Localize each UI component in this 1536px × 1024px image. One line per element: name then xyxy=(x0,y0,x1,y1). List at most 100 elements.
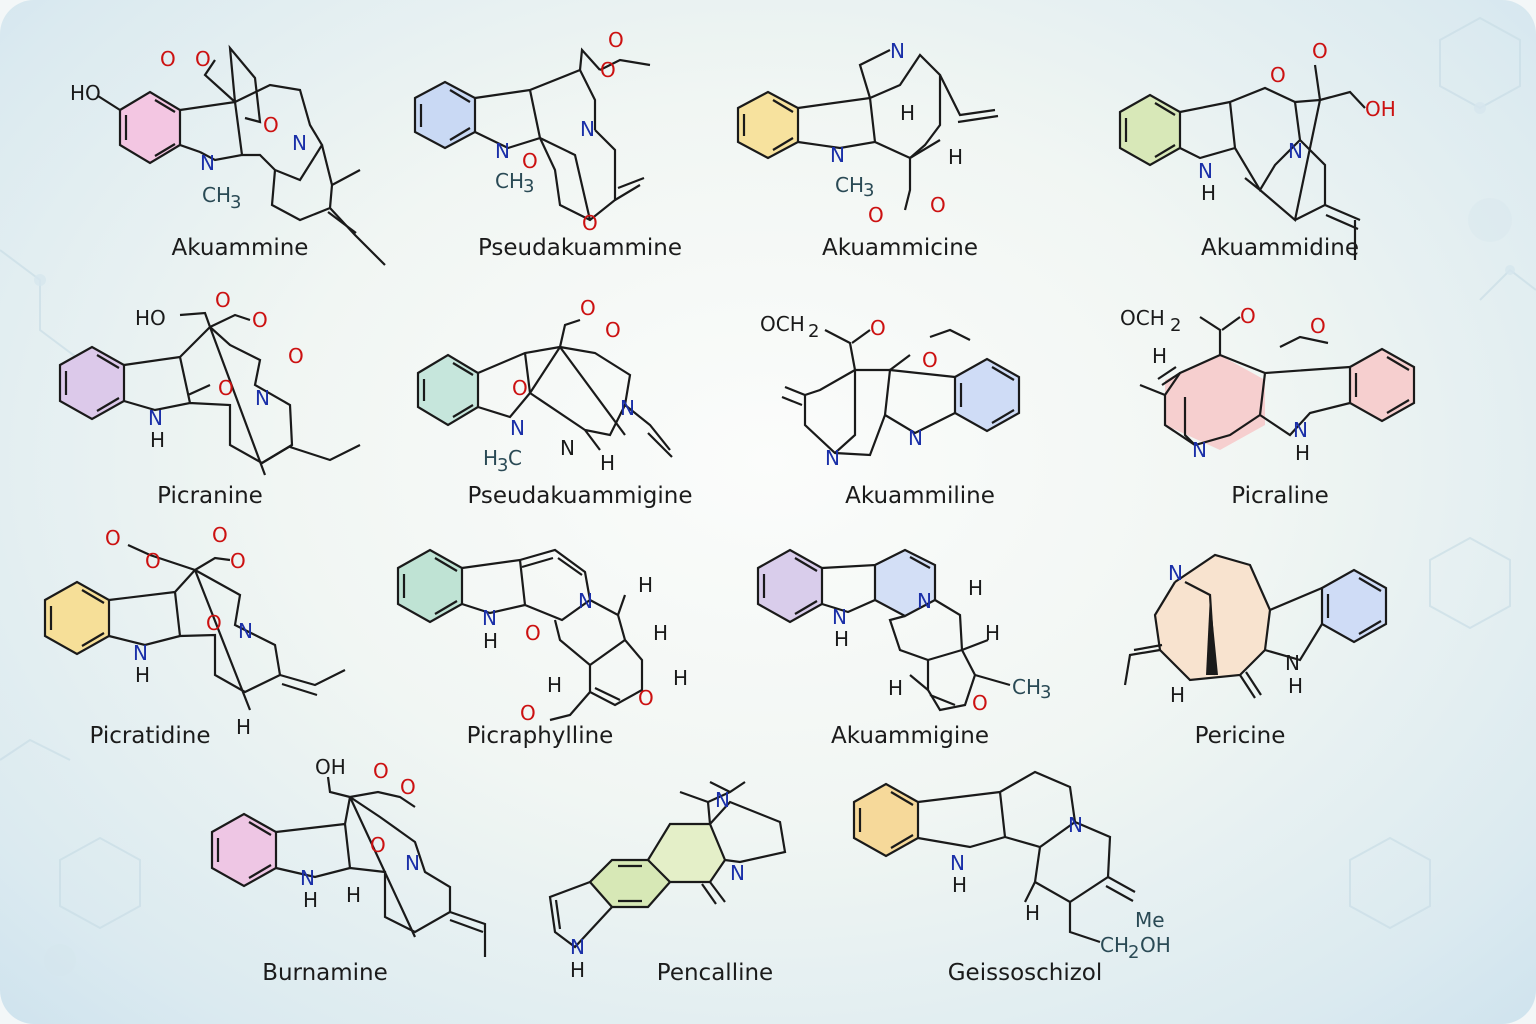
atom-label: H xyxy=(547,673,562,697)
atom-label: 2 xyxy=(1128,942,1139,963)
atom-label: N xyxy=(950,851,965,875)
compound-akuammine: HO O O O N N CH 3 Akuammine xyxy=(60,30,420,270)
atom-label: N xyxy=(1192,438,1207,462)
compound-name: Picranine xyxy=(157,483,263,509)
compound-name: Pseudakuammine xyxy=(477,235,683,261)
structure-pencalline: N N N H xyxy=(548,781,787,982)
atom-label: N xyxy=(560,436,575,460)
atom-label: O xyxy=(922,348,938,372)
structure-pseudakuammine: O O N CH 3 O N O xyxy=(413,28,651,235)
compound-name: Geissoschizol xyxy=(947,960,1103,986)
atom-label: N xyxy=(825,446,840,470)
atom-label: H xyxy=(483,629,498,653)
atom-label: N xyxy=(133,641,148,665)
atom-label: O xyxy=(370,833,386,857)
structure-pericine: N H N H xyxy=(1123,553,1388,707)
compound-name: Burnamine xyxy=(262,960,388,986)
structure-akuammidine: O O OH N N H xyxy=(1118,39,1396,260)
atom-label: N xyxy=(405,851,420,875)
atom-label: H xyxy=(948,145,963,169)
atom-label: O xyxy=(263,113,279,137)
atom-label: Me xyxy=(1135,908,1165,932)
atom-label: N xyxy=(292,131,307,155)
atom-label: O xyxy=(930,193,946,217)
atom-label: N xyxy=(830,143,845,167)
atom-label: CH xyxy=(835,173,864,197)
atom-label: OH xyxy=(315,755,346,779)
atom-label: H xyxy=(888,676,903,700)
atom-label: O xyxy=(218,376,234,400)
atom-label: O xyxy=(638,686,654,710)
ring-fill-secondary xyxy=(875,550,935,616)
benzene-ring-fill xyxy=(120,92,180,163)
compound-pseudakuammine: O O N CH 3 O N O Pseudakuammine xyxy=(400,28,760,270)
atom-label: OH xyxy=(1365,97,1396,121)
atom-label: N xyxy=(620,396,635,420)
compound-akuammiline: OCH 2 O O N N Akuammiline xyxy=(740,285,1100,525)
atom-label: CH xyxy=(1012,675,1041,699)
atom-label: O xyxy=(522,149,538,173)
atom-label: H xyxy=(483,446,498,470)
atom-label: O xyxy=(1270,63,1286,87)
atom-label: O xyxy=(195,47,211,71)
atom-label: O xyxy=(972,691,988,715)
atom-label: HO xyxy=(135,306,166,330)
atom-label: O xyxy=(252,308,268,332)
atom-label: N xyxy=(1288,139,1303,163)
atom-label: 2 xyxy=(808,321,819,342)
atom-label: H xyxy=(968,576,983,600)
atom-label: H xyxy=(600,451,615,475)
compound-name: Pencalline xyxy=(656,960,774,986)
atom-label: N xyxy=(1168,561,1183,585)
atom-label: N xyxy=(510,416,525,440)
compound-name: Picraphylline xyxy=(466,723,614,749)
compound-picraphylline: N H O N H H H H O O Picraphylline xyxy=(390,520,750,760)
atom-label: CH xyxy=(495,169,524,193)
atom-label: N xyxy=(148,406,163,430)
benzene-ring-fill xyxy=(955,359,1019,431)
atom-label: H xyxy=(1025,901,1040,925)
atom-label: N xyxy=(300,866,315,890)
compound-name: Picraline xyxy=(1231,483,1329,509)
atom-label: O xyxy=(206,611,222,635)
structure-picranine: HO O O O O N N H xyxy=(58,288,361,476)
atom-label: H xyxy=(303,888,318,912)
atom-label: H xyxy=(135,663,150,687)
compound-name: Akuammicine xyxy=(822,235,978,261)
atom-label: N xyxy=(1293,418,1308,442)
compound-name: Akuammiline xyxy=(845,483,995,509)
atom-label: N xyxy=(890,39,905,63)
atom-label: N xyxy=(730,861,745,885)
atom-label: O xyxy=(525,621,541,645)
atom-label: H xyxy=(638,573,653,597)
compound-pseudakuammigine: O O O N N H 3 C N H Pseudakuammigine xyxy=(400,285,760,525)
compound-name: Akuammigine xyxy=(831,723,989,749)
atom-label: N xyxy=(482,606,497,630)
atom-label: H xyxy=(1152,344,1167,368)
structure-picraphylline: N H O N H H H H O O xyxy=(396,548,688,725)
structure-burnamine: OH O O O N N H H xyxy=(210,755,487,957)
atom-label: N xyxy=(1285,651,1300,675)
benzene-ring-fill xyxy=(1322,570,1386,642)
atom-label: HO xyxy=(70,81,101,105)
atom-label: O xyxy=(212,523,228,547)
ring-fill-secondary xyxy=(1165,355,1265,450)
atom-label: H xyxy=(834,627,849,651)
benzene-ring-fill xyxy=(758,550,822,622)
atom-label: O xyxy=(582,211,598,235)
atom-label: N xyxy=(908,426,923,450)
benzene-ring-fill xyxy=(738,92,798,158)
atom-label: O xyxy=(160,47,176,71)
atom-label: H xyxy=(653,621,668,645)
atom-label: O xyxy=(105,526,121,550)
benzene-ring-fill xyxy=(1120,95,1180,165)
benzene-ring-fill xyxy=(398,550,462,622)
benzene-ring-fill xyxy=(590,860,670,907)
atom-label: O xyxy=(605,318,621,342)
atom-label: H xyxy=(952,873,967,897)
benzene-ring-fill xyxy=(45,582,109,654)
structure-akuammicine: N H H N CH 3 O O xyxy=(736,39,999,227)
compound-akuammicine: N H H N CH 3 O O Akuammicine xyxy=(720,30,1080,270)
